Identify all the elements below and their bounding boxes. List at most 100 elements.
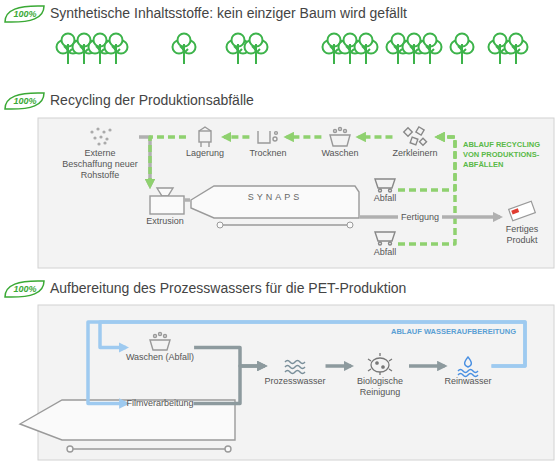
silo-icon <box>199 127 211 147</box>
step-label: Waschen <box>321 148 358 159</box>
flow-connector <box>326 364 351 368</box>
flow-connector <box>359 135 393 139</box>
percent-badge-text: 100% <box>6 93 44 109</box>
process-water-icon <box>285 371 305 374</box>
tree-icon <box>180 44 188 64</box>
flow-connector <box>398 137 455 190</box>
silo-icon <box>199 131 211 142</box>
raw-material-icon <box>93 136 96 139</box>
process-step: Externe Beschaffung neuer Rohstoffe <box>61 126 139 181</box>
cart-icon <box>389 242 392 245</box>
cart-icon <box>375 232 395 241</box>
washing-icon <box>334 130 337 133</box>
step-label: Biologische Reinigung <box>351 376 409 398</box>
step-label: Filmverarbeitung <box>126 398 193 409</box>
process-water-icon <box>285 366 305 369</box>
tree-icon <box>245 34 268 65</box>
edge-label: Fertigung <box>398 212 442 223</box>
bacteria-icon <box>368 353 392 375</box>
machine-shape <box>190 180 360 230</box>
step-label: Reinwasser <box>444 376 491 387</box>
process-step: Extrusion <box>146 186 184 227</box>
tree-icon <box>330 44 338 64</box>
process-panel <box>38 118 554 268</box>
raw-material-icon <box>97 142 100 145</box>
dryer-icon <box>258 131 277 143</box>
tree-icon <box>80 44 88 64</box>
process-step: Abfall <box>372 230 398 258</box>
flow-connector <box>194 348 264 367</box>
washing-icon <box>339 128 342 131</box>
tree-icon <box>505 34 528 65</box>
washing-icon <box>330 135 350 146</box>
tree-icon <box>496 44 504 64</box>
bacteria-icon <box>382 366 384 368</box>
section-heading: Recycling der Produktionsabfälle <box>50 91 254 109</box>
edge-label-text: Fertigung <box>401 212 439 223</box>
tree-icon <box>451 34 474 65</box>
flow-connector <box>88 322 525 404</box>
silo-icon <box>201 142 209 147</box>
flow-connector <box>287 135 322 139</box>
raw-material-icon <box>105 137 108 140</box>
step-label: Waschen (Abfall) <box>126 352 194 363</box>
machine-shape <box>347 222 353 228</box>
section-heading-text: Aufbereitung des Prozesswassers für die … <box>50 279 406 297</box>
washing-icon <box>154 335 157 338</box>
process-step: Filmverarbeitung <box>126 398 193 409</box>
process-water-icon <box>285 361 305 364</box>
flow-connector <box>194 366 265 404</box>
percent-badge: 100% <box>6 93 44 109</box>
cart-icon <box>379 189 382 192</box>
tree-icon <box>112 44 120 64</box>
shredder-icon <box>419 138 426 145</box>
tree-icon <box>355 34 378 65</box>
tree-icon <box>426 44 434 64</box>
dryer-icon <box>273 137 277 141</box>
step-label: Abfall <box>372 193 398 204</box>
extruder-icon <box>150 188 184 214</box>
step-label: Prozesswasser <box>264 376 325 387</box>
flow-connector <box>409 364 444 368</box>
tree-icon <box>410 44 418 64</box>
step-label: Extrusion <box>146 216 184 227</box>
process-step: Waschen (Abfall) <box>126 332 194 363</box>
tree-icon <box>173 34 196 65</box>
process-step: Fertiges Produkt <box>500 200 544 246</box>
washing-icon <box>164 335 167 338</box>
raw-material-icon <box>108 128 111 131</box>
tree-icon <box>96 44 104 64</box>
shredder-icon <box>410 137 418 145</box>
product-icon <box>509 201 536 220</box>
cart-icon <box>379 242 382 245</box>
percent-badge: 100% <box>6 6 44 22</box>
percent-badge-text: 100% <box>6 6 44 22</box>
clean-water-icon <box>458 370 478 373</box>
shredder-icon <box>404 127 427 145</box>
washing-icon <box>150 340 170 350</box>
film-machine <box>70 448 228 449</box>
section-heading-text: Recycling der Produktionsabfälle <box>50 91 254 109</box>
dryer-icon <box>258 131 270 143</box>
step-label: Lagerung <box>186 148 224 159</box>
step-label: Fertiges Produkt <box>500 224 544 246</box>
flow-connector <box>100 322 525 366</box>
flow-connector <box>224 135 249 139</box>
process-step: Zerkleinern <box>392 126 437 159</box>
bacteria-icon <box>376 362 378 364</box>
raw-material-icon <box>90 130 93 133</box>
section-heading: Aufbereitung des Prozesswassers für die … <box>50 279 406 297</box>
tree-icon <box>234 44 242 64</box>
raw-material-icon <box>96 127 99 130</box>
section-heading: Synthetische Inhaltsstoffe: kein einzige… <box>50 4 407 22</box>
leaf-badge <box>5 93 44 109</box>
step-label: SYNAPS <box>190 180 360 203</box>
product-icon <box>509 201 536 220</box>
raw-material-icon <box>102 130 105 133</box>
tree-row <box>57 34 528 65</box>
step-label: Trocknen <box>249 148 286 159</box>
leaf-badge <box>5 281 44 297</box>
machine-node: SYNAPS <box>190 180 360 230</box>
